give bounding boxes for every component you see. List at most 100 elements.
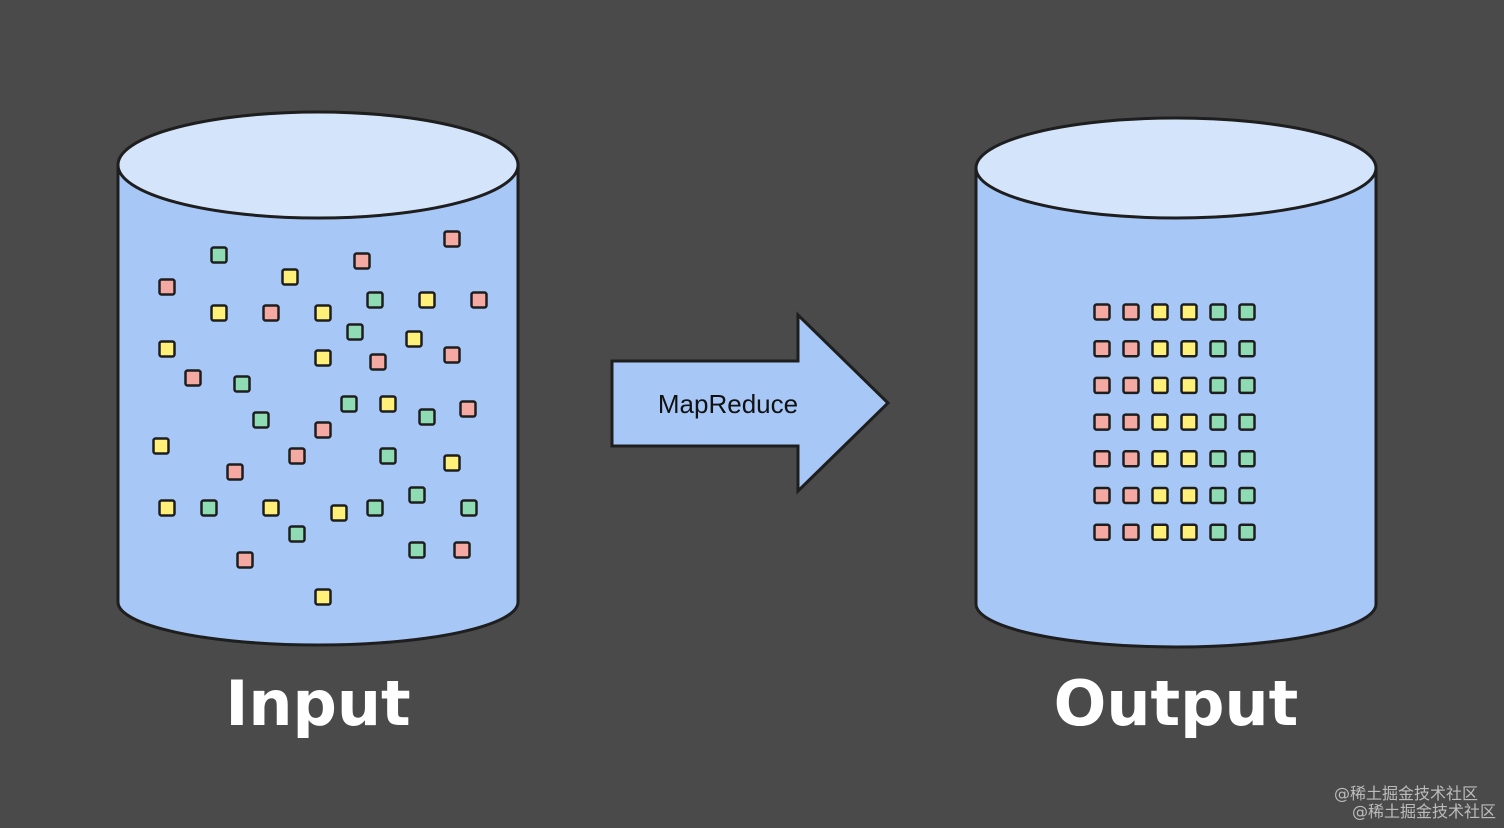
input-item-yellow (379, 395, 397, 413)
input-item-red (353, 252, 371, 270)
input-item-red (236, 551, 254, 569)
input-item-yellow (158, 499, 176, 517)
input-item-red (443, 230, 461, 248)
input-item-yellow (262, 499, 280, 517)
input-item-green (408, 486, 426, 504)
output-item-red (1122, 339, 1140, 358)
input-item-yellow (314, 349, 332, 367)
input-item-green (340, 395, 358, 413)
output-item-green (1238, 523, 1256, 541)
input-item-yellow (158, 340, 176, 358)
output-item-green (1209, 523, 1227, 541)
output-item-red (1093, 413, 1111, 431)
output-item-red (1093, 486, 1111, 505)
output-item-yellow (1180, 450, 1198, 468)
input-item-red (158, 278, 176, 296)
output-item-red (1122, 450, 1140, 468)
input-item-red (443, 346, 461, 364)
input-cylinder-body (116, 163, 520, 647)
output-item-yellow (1180, 413, 1198, 431)
input-item-yellow (281, 268, 299, 286)
output-item-yellow (1180, 376, 1198, 395)
output-item-green (1238, 486, 1256, 505)
output-item-red (1093, 339, 1111, 358)
input-item-green (379, 447, 397, 465)
input-items (152, 230, 488, 606)
output-item-green (1209, 450, 1227, 468)
input-item-green (408, 541, 426, 559)
input-item-yellow (210, 304, 228, 322)
input-item-green (366, 499, 384, 517)
input-item-green (233, 375, 251, 393)
output-item-green (1209, 486, 1227, 505)
output-caption: Output (1053, 667, 1299, 740)
input-item-yellow (405, 330, 423, 348)
output-item-green (1238, 450, 1256, 468)
output-cylinder-body (974, 166, 1378, 649)
input-item-yellow (443, 454, 461, 472)
output-items-grid (1093, 303, 1256, 541)
output-item-red (1093, 523, 1111, 541)
output-item-yellow (1151, 523, 1169, 541)
input-item-red (288, 447, 306, 465)
watermark: @稀土掘金技术社区 (1333, 784, 1478, 803)
output-item-yellow (1151, 450, 1169, 468)
arrow-shape (610, 311, 891, 495)
output-item-green (1238, 303, 1256, 321)
input-item-green (210, 246, 228, 264)
output-item-yellow (1151, 413, 1169, 431)
input-cylinder (116, 110, 520, 647)
input-item-yellow (418, 291, 436, 309)
output-item-yellow (1151, 339, 1169, 358)
input-caption: Input (225, 667, 411, 740)
input-item-red (184, 369, 202, 387)
output-item-green (1209, 376, 1227, 395)
input-item-green (252, 411, 270, 429)
output-item-green (1238, 413, 1256, 431)
output-item-yellow (1151, 486, 1169, 505)
input-item-red (314, 421, 332, 439)
input-cylinder-top (116, 110, 520, 220)
arrow-label: MapReduce (658, 389, 798, 419)
output-item-red (1093, 376, 1111, 395)
output-item-red (1093, 450, 1111, 468)
input-item-red (453, 541, 471, 559)
output-item-yellow (1151, 376, 1169, 395)
output-item-red (1093, 303, 1111, 321)
input-item-green (460, 499, 478, 517)
output-item-green (1238, 376, 1256, 395)
output-item-green (1209, 339, 1227, 358)
input-item-yellow (330, 504, 348, 522)
input-item-red (369, 353, 387, 371)
output-item-red (1122, 523, 1140, 541)
output-item-yellow (1180, 523, 1198, 541)
output-item-green (1209, 413, 1227, 431)
input-item-yellow (314, 304, 332, 322)
output-item-yellow (1180, 303, 1198, 321)
output-item-green (1238, 339, 1256, 358)
output-item-red (1122, 413, 1140, 431)
input-item-green (418, 408, 436, 426)
input-item-yellow (314, 588, 332, 606)
output-item-red (1122, 376, 1140, 395)
input-item-red (470, 291, 488, 309)
input-item-red (226, 463, 244, 481)
input-item-green (200, 499, 218, 517)
input-item-green (366, 291, 384, 309)
input-item-yellow (152, 437, 170, 455)
watermark: @稀土掘金技术社区 (1351, 802, 1496, 821)
output-cylinder (974, 116, 1378, 649)
input-item-green (346, 323, 364, 341)
input-item-red (459, 400, 477, 418)
input-item-green (288, 525, 306, 543)
output-item-red (1122, 486, 1140, 505)
mapreduce-arrow: MapReduce (610, 311, 891, 495)
output-item-yellow (1151, 303, 1169, 321)
input-item-red (262, 304, 280, 322)
output-item-yellow (1180, 339, 1198, 358)
output-item-green (1209, 303, 1227, 321)
output-item-red (1122, 303, 1140, 321)
output-cylinder-top (974, 116, 1378, 220)
output-item-yellow (1180, 486, 1198, 505)
